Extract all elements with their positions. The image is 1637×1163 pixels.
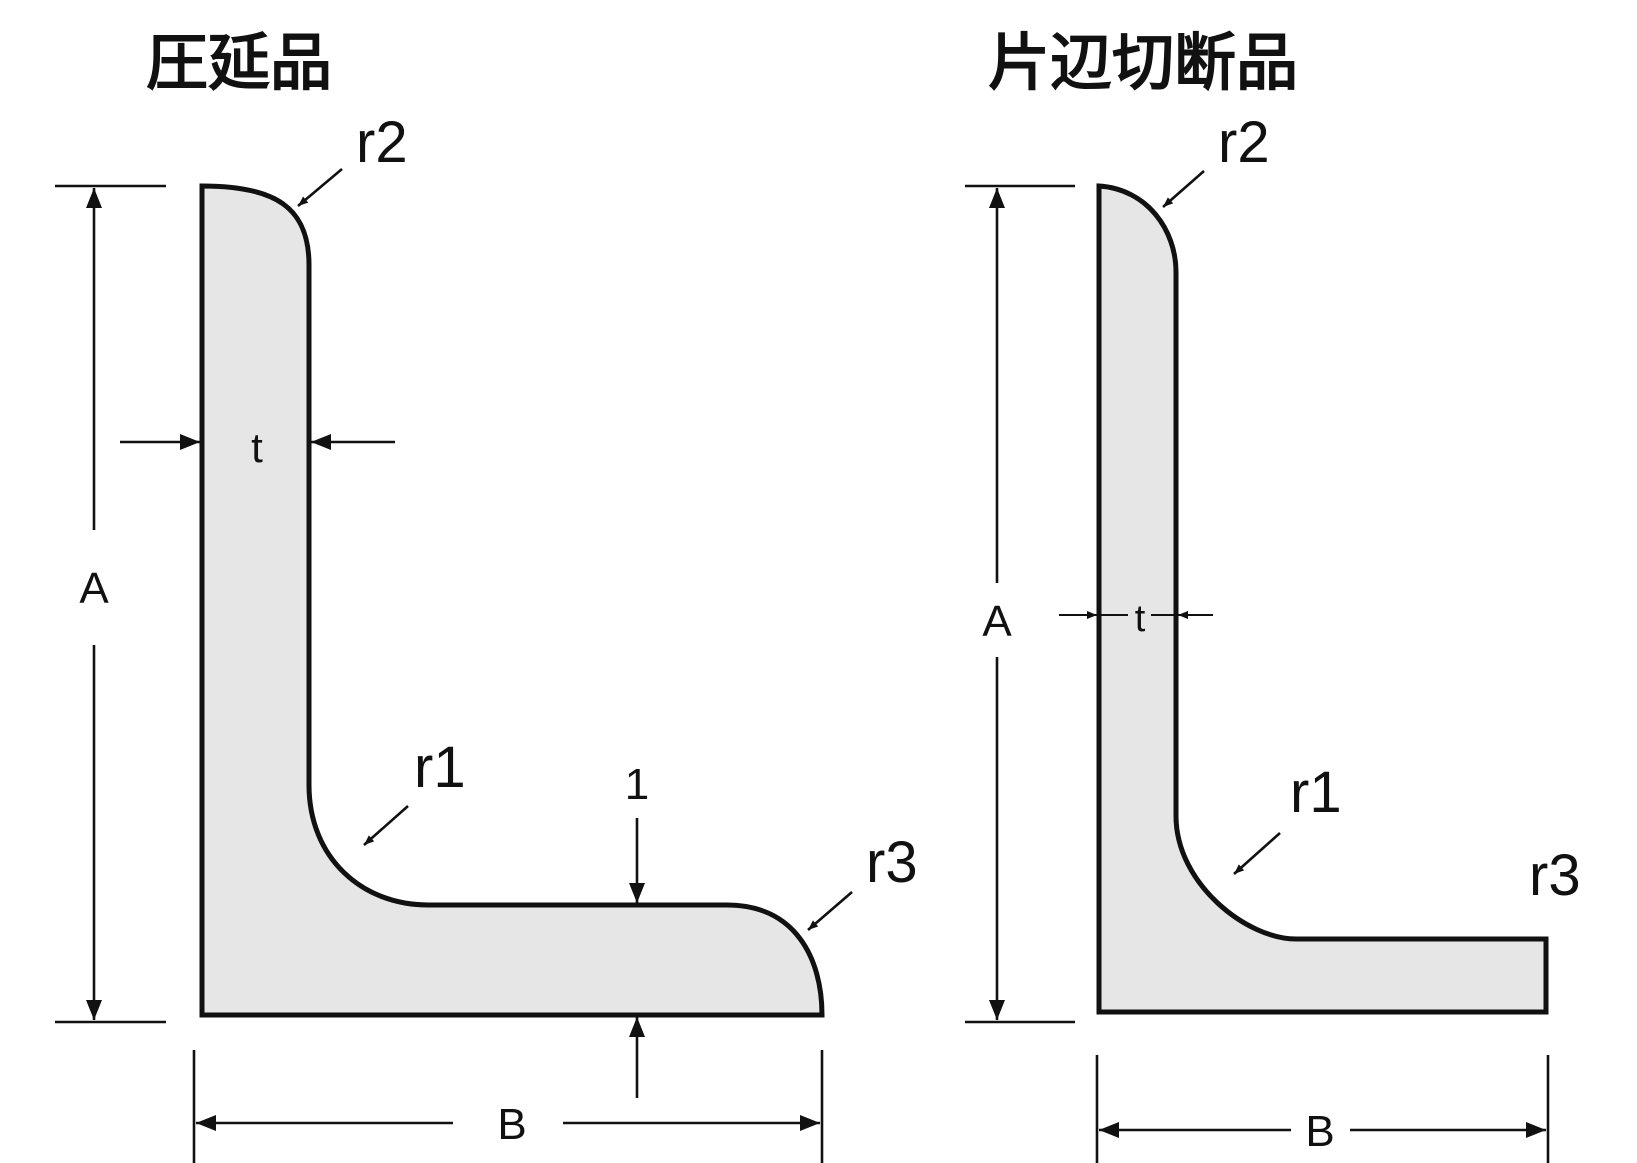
radius-r3-label: r3 (1529, 843, 1581, 908)
radius-r2-leader (1162, 170, 1205, 208)
dimension-a-label: A (79, 564, 109, 613)
radius-r1-label: r1 (414, 735, 466, 800)
thickness-t-label: t (251, 424, 263, 471)
radius-r2-label: r2 (356, 110, 408, 175)
thickness-t-label: t (1135, 598, 1146, 640)
rolled-angle-profile (199, 183, 825, 1018)
radius-r2-leader (297, 168, 343, 207)
radius-r3-label: r3 (866, 830, 918, 895)
cut-edge-product-figure: 片辺切断品 A t B r2 r1 r3 (965, 26, 1581, 1163)
radius-r2-label: r2 (1218, 110, 1270, 175)
radius-r3-leader (807, 891, 853, 931)
dimension-b-label: B (497, 1100, 526, 1149)
rolled-product-figure: 圧延品 A t 1 B r2 r1 r3 (55, 26, 918, 1163)
radius-r1-leader (1233, 832, 1281, 875)
cut-edge-product-title: 片辺切断品 (988, 26, 1298, 99)
radius-r1-leader (363, 805, 409, 846)
dimension-b-label: B (1305, 1107, 1334, 1156)
cut-angle-profile (1096, 183, 1549, 1015)
rolled-product-title: 圧延品 (146, 26, 332, 99)
radius-r1-label: r1 (1290, 760, 1342, 825)
thickness-horizontal-label: 1 (625, 760, 649, 809)
dimension-a-label: A (982, 597, 1012, 646)
